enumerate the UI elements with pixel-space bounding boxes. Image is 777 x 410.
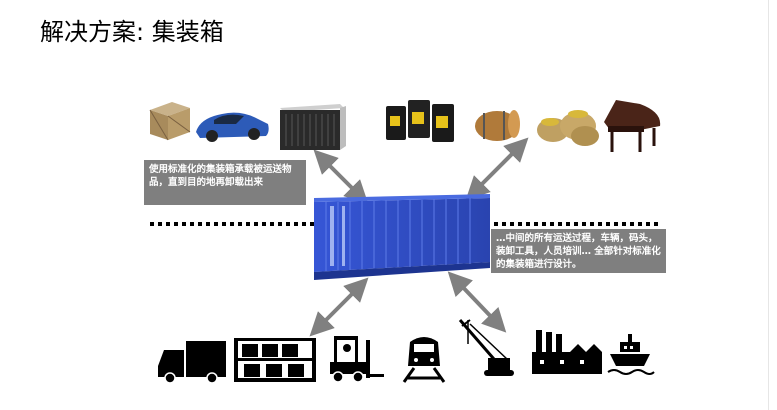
slide-title: 解决方案: 集装箱 xyxy=(40,18,224,46)
arrow-goods-left xyxy=(313,149,369,205)
wooden-barrel-icon xyxy=(475,110,520,141)
arrow-transport-right xyxy=(447,271,507,333)
wooden-crate-icon xyxy=(149,102,191,141)
arrow-goods-right xyxy=(465,137,529,201)
slide-edge xyxy=(768,0,769,410)
ship-icon xyxy=(607,334,655,375)
arrow-transport-left xyxy=(309,277,369,337)
container-icon xyxy=(314,194,490,280)
forklift-icon xyxy=(330,336,384,383)
server-rack-icon xyxy=(280,104,346,150)
grand-piano-icon xyxy=(604,100,661,152)
callout-left: 使用标准化的集装箱承载被运送物品，直到目的地再卸载出来 xyxy=(144,160,306,205)
crane-icon xyxy=(458,319,514,376)
sports-car-icon xyxy=(196,112,269,142)
grain-sacks-icon xyxy=(537,110,599,146)
pallet-rack-icon xyxy=(234,338,316,382)
truck-icon xyxy=(158,341,226,384)
factory-icon xyxy=(532,330,602,374)
callout-right: …中间的所有运送过程，车辆，码头，装卸工具，人员培训… 全部针对标准化的集装箱进… xyxy=(491,229,666,273)
oil-barrels-icon xyxy=(386,100,454,142)
train-icon xyxy=(402,337,446,383)
